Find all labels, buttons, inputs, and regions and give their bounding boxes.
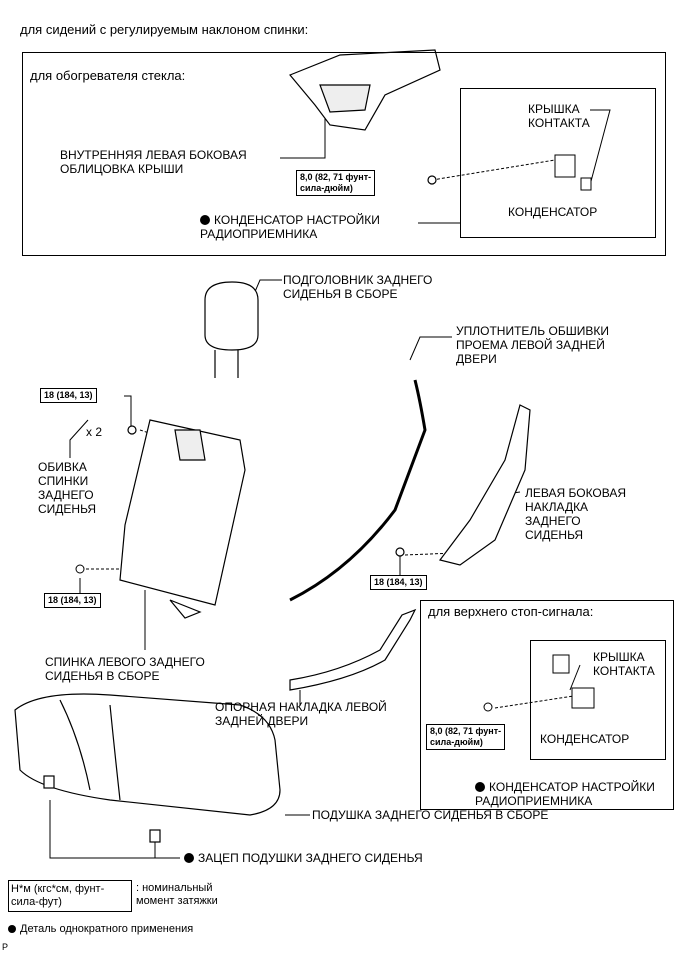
single-use-dot-icon bbox=[184, 853, 194, 863]
stop-condenser-detail-box bbox=[530, 640, 666, 760]
single-use-dot-icon bbox=[475, 782, 485, 792]
weatherstrip-label: УПЛОТНИТЕЛЬ ОБШИВКИ ПРОЕМА ЛЕВОЙ ЗАДНЕЙ … bbox=[456, 324, 609, 366]
headrest-label: ПОДГОЛОВНИК ЗАДНЕГО СИДЕНЬЯ В СБОРЕ bbox=[283, 273, 433, 301]
glass-heater-title: для обогревателя стекла: bbox=[30, 68, 186, 83]
tuning-condenser-label-glass: КОНДЕНСАТОР НАСТРОЙКИ РАДИОПРИЕМНИКА bbox=[200, 213, 380, 241]
cushion-assy-label: ПОДУШКА ЗАДНЕГО СИДЕНЬЯ В СБОРЕ bbox=[312, 808, 549, 822]
legend-units-desc: : номинальный момент затяжки bbox=[136, 882, 218, 907]
cushion-hook-label: ЗАЦЕП ПОДУШКИ ЗАДНЕГО СИДЕНЬЯ bbox=[184, 851, 423, 865]
torque-box-glass: 8,0 (82, 71 фунт- сила-дюйм) bbox=[296, 170, 376, 196]
footer-mark: P bbox=[2, 942, 9, 952]
torque-box-18-b: 18 (184, 13) bbox=[370, 575, 427, 590]
door-scuff-label: ОПОРНАЯ НАКЛАДКА ЛЕВОЙ ЗАДНЕЙ ДВЕРИ bbox=[215, 700, 387, 728]
single-use-dot-icon bbox=[200, 215, 210, 225]
stop-condenser-label: КОНДЕНСАТОР bbox=[540, 732, 630, 746]
stop-lamp-title: для верхнего стоп-сигнала: bbox=[428, 604, 594, 619]
glass-heater-box bbox=[22, 52, 666, 256]
condenser-label: КОНДЕНСАТОР bbox=[508, 205, 598, 219]
stop-tuning-condenser-label: КОНДЕНСАТОР НАСТРОЙКИ РАДИОПРИЕМНИКА bbox=[475, 780, 655, 808]
stop-lamp-box bbox=[420, 600, 674, 810]
torque-box-stop: 8,0 (82, 71 фунт- сила-дюйм) bbox=[426, 724, 506, 750]
single-use-dot-icon bbox=[8, 925, 16, 933]
torque-box-18-a: 18 (184, 13) bbox=[40, 388, 97, 403]
x2-label: x 2 bbox=[86, 425, 103, 439]
seatback-assy-label: СПИНКА ЛЕВОГО ЗАДНЕГО СИДЕНЬЯ В СБОРЕ bbox=[45, 655, 205, 683]
torque-box-18-c: 18 (184, 13) bbox=[44, 593, 101, 608]
condenser-detail-box bbox=[460, 88, 656, 238]
stop-connector-cover-label: КРЫШКА КОНТАКТА bbox=[593, 650, 655, 678]
seatback-cover-label: ОБИВКА СПИНКИ ЗАДНЕГО СИДЕНЬЯ bbox=[38, 460, 97, 516]
roof-side-trim-label: ВНУТРЕННЯЯ ЛЕВАЯ БОКОВАЯ ОБЛИЦОВКА КРЫШИ bbox=[60, 148, 247, 176]
legend-single-use: Деталь однократного применения bbox=[8, 922, 193, 936]
header-text: для сидений с регулируемым наклоном спин… bbox=[20, 22, 309, 37]
legend-units-box: Н*м (кгс*см, фунт- сила-фут) bbox=[8, 880, 132, 912]
connector-cover-label: КРЫШКА КОНТАКТА bbox=[528, 102, 590, 130]
side-trim-label: ЛЕВАЯ БОКОВАЯ НАКЛАДКА ЗАДНЕГО СИДЕНЬЯ bbox=[525, 486, 627, 542]
